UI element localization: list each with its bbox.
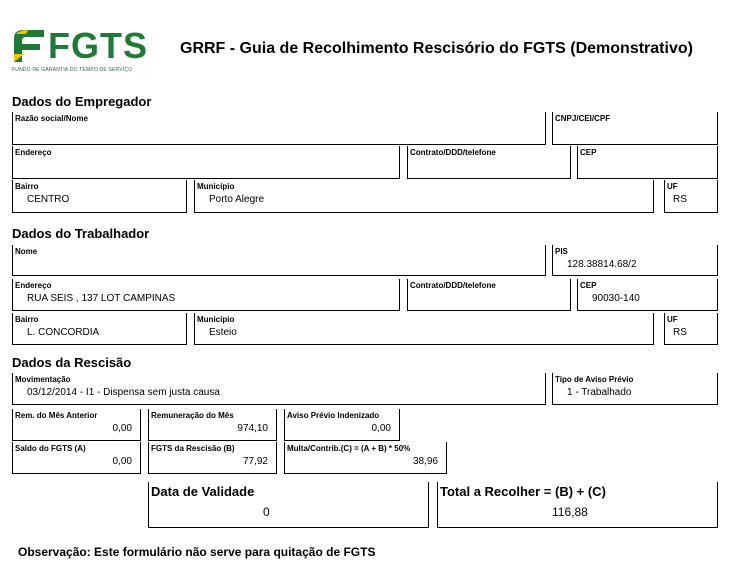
- empregador-razao-label: Razão social/Nome: [15, 114, 88, 123]
- rescisao-movimentacao-label: Movimentação: [15, 375, 71, 384]
- trabalhador-cep-box: CEP 90030-140: [577, 279, 718, 311]
- trabalhador-contrato-label: Contrato/DDD/telefone: [410, 281, 496, 290]
- trabalhador-uf-label: UF: [667, 315, 678, 324]
- remuneracao-mes-value: 974,10: [237, 423, 268, 434]
- empregador-municipio-label: Município: [197, 182, 235, 191]
- empregador-uf-value: RS: [673, 194, 687, 205]
- empregador-cep-box: CEP: [577, 146, 718, 179]
- rem-mes-anterior-label: Rem. do Mês Anterior: [15, 411, 98, 420]
- trabalhador-municipio-box: Município Esteio: [194, 313, 654, 345]
- section-empregador: Dados do Empregador: [12, 94, 152, 109]
- fgts-rescisao-label: FGTS da Rescisão (B): [151, 444, 235, 453]
- empregador-cep-label: CEP: [580, 148, 597, 157]
- empregador-municipio-value: Porto Alegre: [209, 194, 265, 205]
- logo-subtitle: FUNDO DE GARANTIA DO TEMPO DE SERVIÇO: [12, 67, 133, 73]
- logo-text: FGTS: [48, 25, 148, 66]
- section-rescisao: Dados da Rescisão: [12, 355, 132, 370]
- saldo-fgts-value: 0,00: [112, 456, 132, 467]
- rescisao-tipo-aviso-label: Tipo de Aviso Prévio: [555, 375, 634, 384]
- empregador-endereco-label: Endereço: [15, 148, 52, 157]
- empregador-bairro-label: Bairro: [15, 182, 39, 191]
- multa-value: 38,96: [412, 456, 438, 467]
- empregador-cnpj-label: CNPJ/CEI/CPF: [555, 114, 611, 123]
- rescisao-movimentacao-box: Movimentação 03/12/2014 - I1 - Dispensa …: [12, 373, 546, 405]
- empregador-endereco-box: Endereço: [12, 146, 400, 179]
- trabalhador-bairro-value: L. CONCORDIA: [27, 327, 100, 338]
- empregador-razao-box: Razão social/Nome: [12, 112, 546, 145]
- trabalhador-endereco-label: Endereço: [15, 281, 52, 290]
- multa-label: Multa/Contrib.(C) = (A + B) * 50%: [287, 444, 411, 453]
- empregador-bairro-value: CENTRO: [27, 194, 70, 205]
- remuneracao-mes-label: Remuneração do Mês: [151, 411, 234, 420]
- aviso-indenizado-label: Aviso Prévio Indenizado: [287, 411, 380, 420]
- remuneracao-mes-box: Remuneração do Mês 974,10: [148, 409, 277, 441]
- data-validade-box: Data de Validade 0: [148, 482, 429, 528]
- empregador-contrato-label: Contrato/DDD/telefone: [410, 148, 496, 157]
- empregador-uf-box: UF RS: [664, 180, 718, 213]
- trabalhador-uf-box: UF RS: [664, 313, 718, 345]
- rescisao-movimentacao-value: 03/12/2014 - I1 - Dispensa sem justa cau…: [27, 387, 220, 398]
- empregador-uf-label: UF: [667, 182, 678, 191]
- trabalhador-municipio-value: Esteio: [209, 327, 237, 338]
- empregador-municipio-box: Município Porto Alegre: [194, 180, 654, 213]
- fgts-logo: FGTS FUNDO DE GARANTIA DO TEMPO DE SERVI…: [12, 28, 158, 74]
- fgts-rescisao-box: FGTS da Rescisão (B) 77,92: [148, 442, 277, 474]
- trabalhador-nome-box: Nome: [12, 245, 546, 276]
- saldo-fgts-label: Saldo do FGTS (A): [15, 444, 86, 453]
- trabalhador-contrato-box: Contrato/DDD/telefone: [407, 279, 571, 311]
- aviso-indenizado-box: Aviso Prévio Indenizado 0,00: [284, 409, 400, 441]
- empregador-contrato-box: Contrato/DDD/telefone: [407, 146, 571, 179]
- total-recolher-box: Total a Recolher = (B) + (C) 116,88: [437, 482, 718, 528]
- trabalhador-pis-value: 128.38814.68/2: [567, 259, 637, 270]
- trabalhador-endereco-value: RUA SEIS , 137 LOT CAMPINAS: [27, 293, 176, 304]
- data-validade-value: 0: [263, 505, 270, 519]
- section-trabalhador: Dados do Trabalhador: [12, 226, 150, 241]
- trabalhador-nome-label: Nome: [15, 247, 38, 256]
- multa-box: Multa/Contrib.(C) = (A + B) * 50% 38,96: [284, 442, 447, 474]
- empregador-bairro-box: Bairro CENTRO: [12, 180, 187, 213]
- rescisao-tipo-aviso-box: Tipo de Aviso Prévio 1 - Trabalhado: [552, 373, 718, 405]
- trabalhador-cep-label: CEP: [580, 281, 597, 290]
- rem-mes-anterior-value: 0,00: [112, 423, 132, 434]
- aviso-indenizado-value: 0,00: [371, 423, 391, 434]
- empregador-cnpj-box: CNPJ/CEI/CPF: [552, 112, 718, 145]
- fgts-rescisao-value: 77,92: [242, 456, 268, 467]
- trabalhador-bairro-label: Bairro: [15, 315, 39, 324]
- trabalhador-uf-value: RS: [673, 327, 687, 338]
- total-recolher-label: Total a Recolher = (B) + (C): [440, 484, 606, 499]
- observacao-text: Observação: Este formulário não serve pa…: [18, 545, 376, 559]
- rescisao-tipo-aviso-value: 1 - Trabalhado: [567, 387, 632, 398]
- trabalhador-municipio-label: Município: [197, 315, 235, 324]
- rem-mes-anterior-box: Rem. do Mês Anterior 0,00: [12, 409, 141, 441]
- trabalhador-endereco-box: Endereço RUA SEIS , 137 LOT CAMPINAS: [12, 279, 400, 311]
- page-title: GRRF - Guia de Recolhimento Rescisório d…: [180, 40, 693, 57]
- trabalhador-bairro-box: Bairro L. CONCORDIA: [12, 313, 187, 345]
- total-recolher-value: 116,88: [552, 505, 588, 519]
- data-validade-label: Data de Validade: [151, 484, 255, 499]
- trabalhador-pis-label: PIS: [555, 247, 568, 256]
- trabalhador-cep-value: 90030-140: [592, 293, 640, 304]
- trabalhador-pis-box: PIS 128.38814.68/2: [552, 245, 718, 276]
- saldo-fgts-box: Saldo do FGTS (A) 0,00: [12, 442, 141, 474]
- fgts-logo-icon: [14, 30, 44, 62]
